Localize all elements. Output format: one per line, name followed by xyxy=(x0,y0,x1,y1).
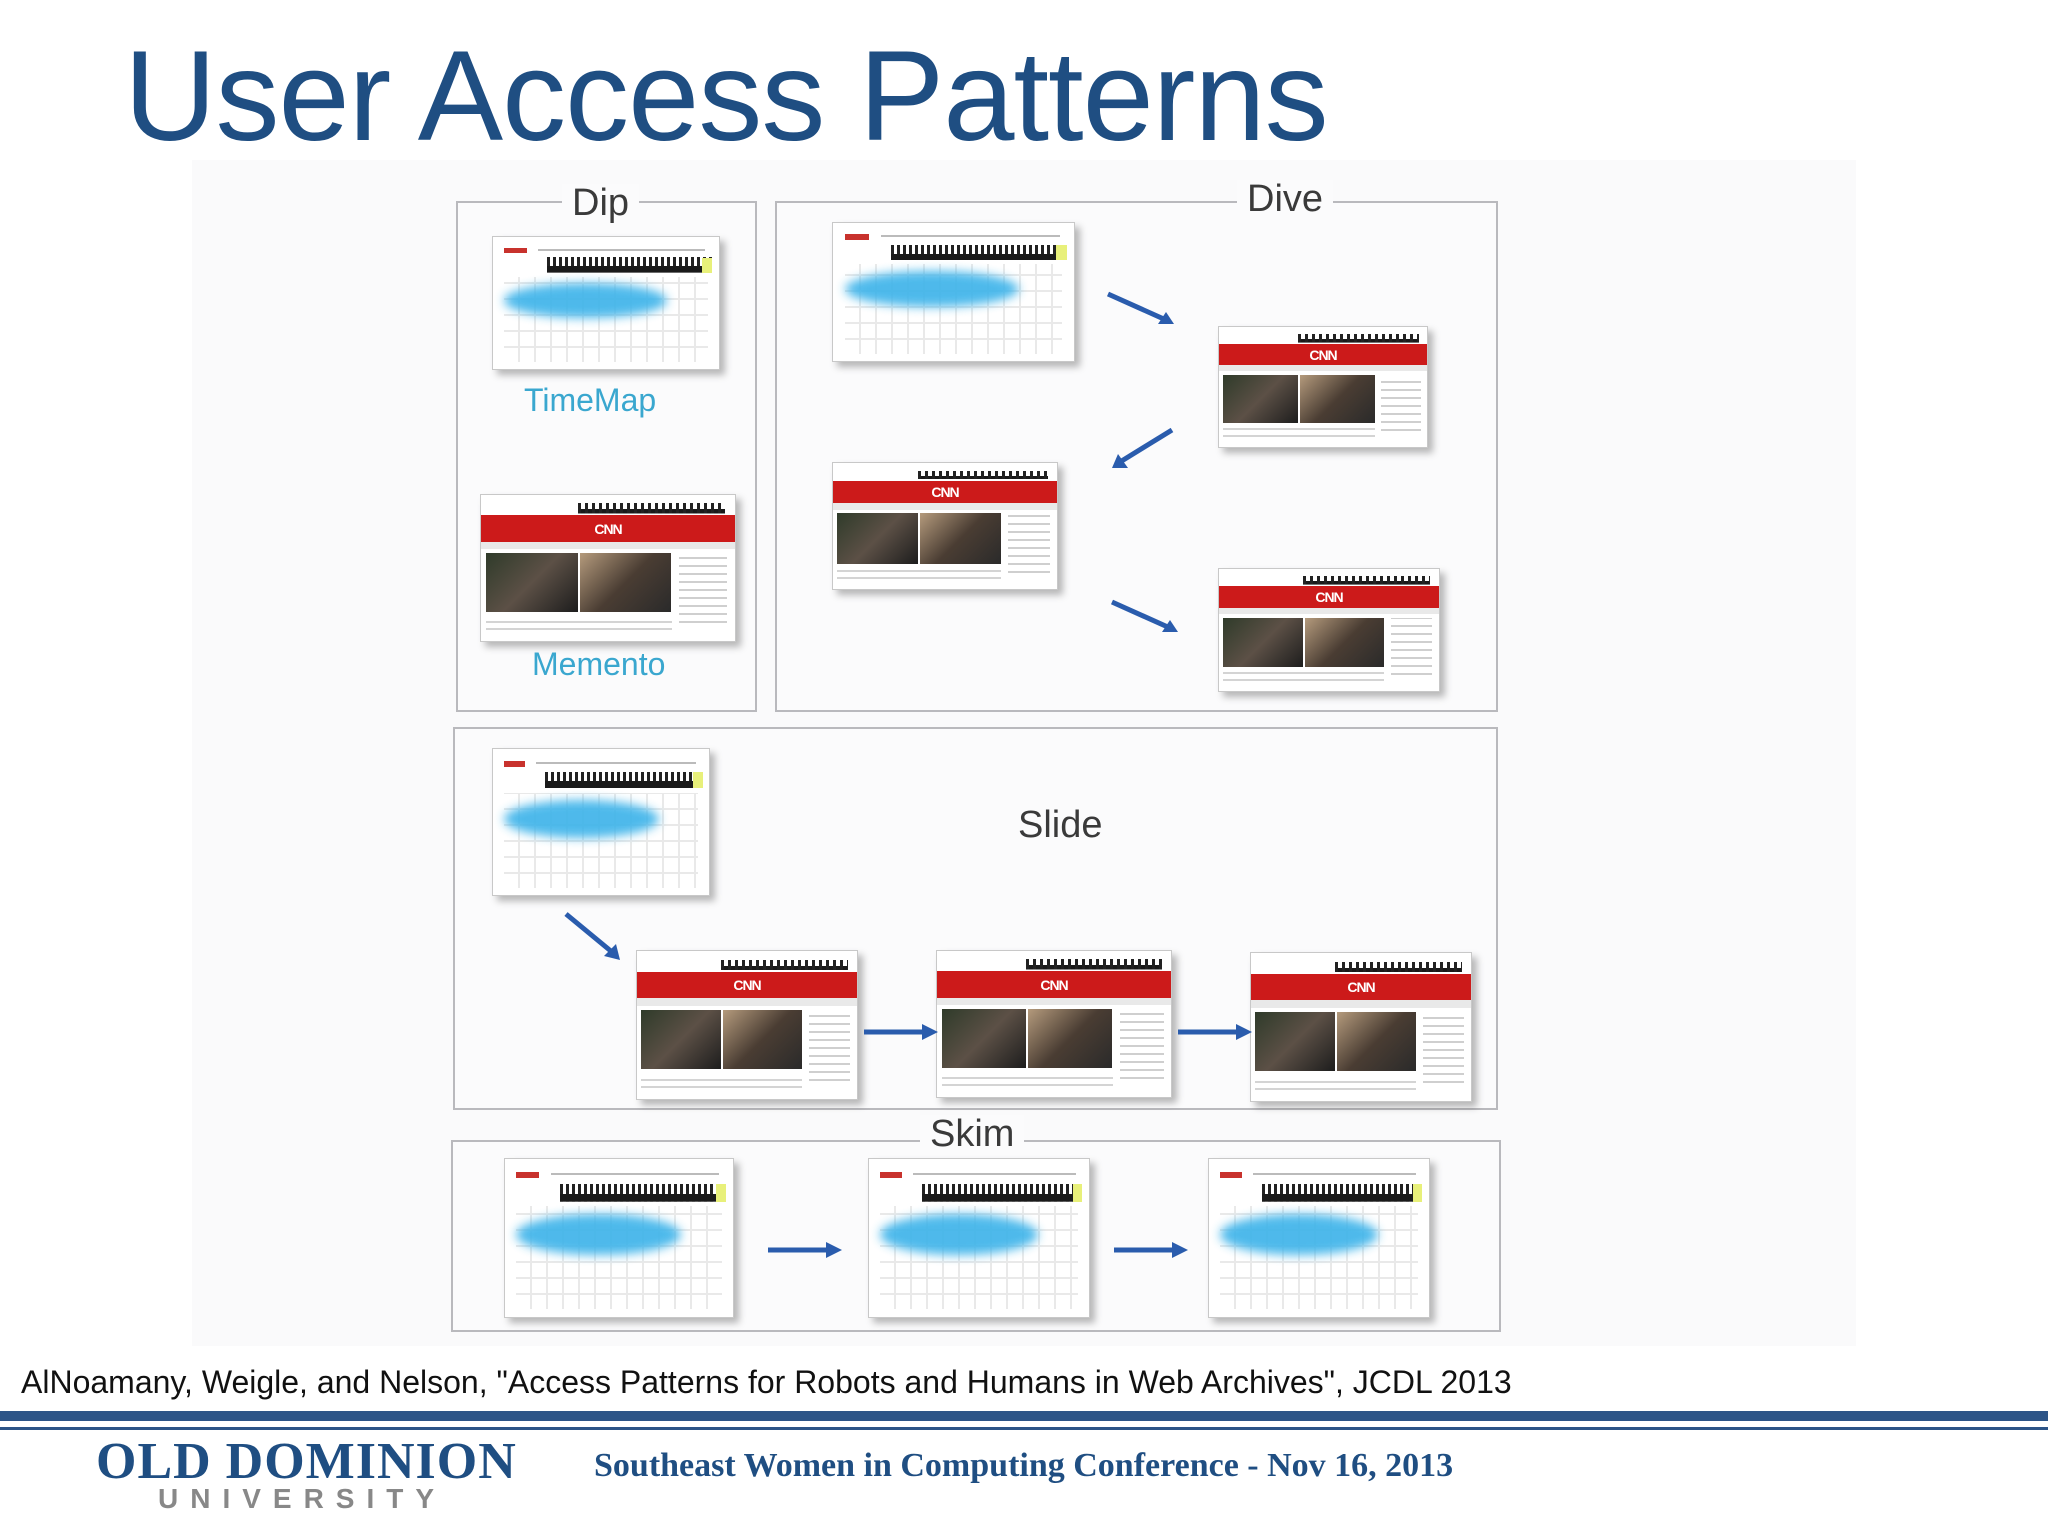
cnn-logo: CNN xyxy=(594,520,622,537)
arrow-icon xyxy=(1114,1242,1188,1258)
cnn-logo: CNN xyxy=(1309,346,1337,363)
footer-divider-thin xyxy=(0,1427,2048,1430)
dive-timemap-thumbnail xyxy=(832,222,1075,362)
arrow-icon xyxy=(1112,427,1174,468)
cnn-logo: CNN xyxy=(1347,979,1375,996)
slide-cnn-thumbnail-3: CNN xyxy=(1250,952,1472,1102)
arrow-icon xyxy=(1178,1024,1252,1040)
dip-label: Dip xyxy=(562,184,640,222)
arrow-icon xyxy=(1106,291,1174,324)
university-logo-wordmark: OLD DOMINION xyxy=(96,1433,517,1490)
slide-cnn-thumbnail-2: CNN xyxy=(936,950,1172,1098)
cnn-logo: CNN xyxy=(1040,976,1068,993)
dive-cnn-thumbnail-1: CNN xyxy=(1218,326,1428,448)
arrow-icon xyxy=(768,1242,842,1258)
dive-cnn-politics-thumbnail: CNN xyxy=(1218,568,1440,692)
memento-caption: Memento xyxy=(532,646,666,682)
memento-thumbnail: CNN xyxy=(480,494,736,642)
cnn-logo: CNN xyxy=(931,483,959,500)
slide-timemap-thumbnail xyxy=(492,748,710,896)
skim-timemap-thumbnail-1 xyxy=(504,1158,734,1318)
footer-divider xyxy=(0,1411,2048,1421)
timemap-caption: TimeMap xyxy=(524,382,657,418)
skim-timemap-thumbnail-3 xyxy=(1208,1158,1430,1318)
skim-label: Skim xyxy=(920,1115,1025,1153)
slide-title: User Access Patterns xyxy=(124,25,1329,168)
university-logo-subtitle: UNIVERSITY xyxy=(158,1483,447,1514)
arrow-icon xyxy=(864,1024,938,1040)
cnn-logo: CNN xyxy=(1315,589,1343,606)
slide-label: Slide xyxy=(1008,806,1113,844)
timemap-thumbnail xyxy=(492,236,720,370)
arrow-icon xyxy=(564,912,620,960)
citation: AlNoamany, Weigle, and Nelson, "Access P… xyxy=(21,1364,1512,1400)
arrow-icon xyxy=(1110,599,1178,632)
conference-footer: Southeast Women in Computing Conference … xyxy=(594,1447,1454,1484)
slide-cnn-thumbnail-1: CNN xyxy=(636,950,858,1100)
cnn-logo: CNN xyxy=(733,977,761,994)
skim-timemap-thumbnail-2 xyxy=(868,1158,1090,1318)
dive-label: Dive xyxy=(1237,180,1334,218)
dive-cnn-world-thumbnail: CNN xyxy=(832,462,1058,590)
